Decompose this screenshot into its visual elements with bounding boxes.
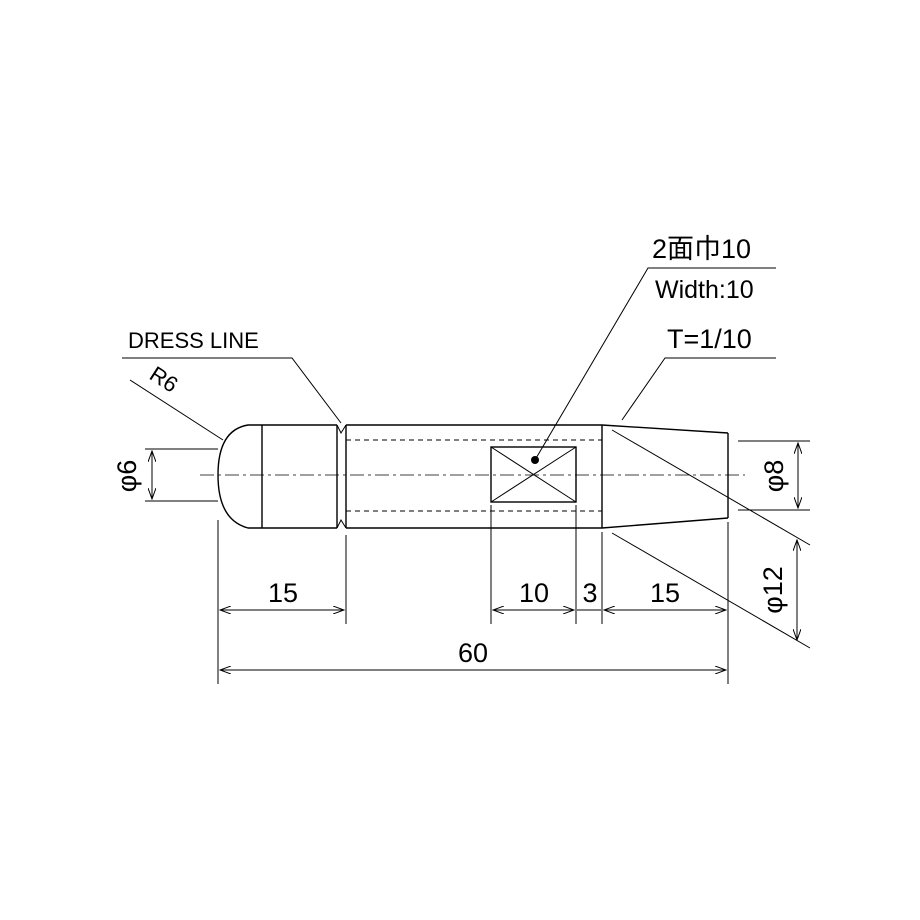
dress-line-label: DRESS LINE [128, 328, 259, 353]
len-tip-label: 15 [268, 578, 298, 608]
len-flat-label: 10 [519, 578, 549, 608]
phi8-label: φ8 [759, 460, 789, 493]
dress-line-groove-notch [336, 424, 347, 529]
phi12-label: φ12 [758, 566, 788, 614]
len-gap-label: 3 [582, 578, 597, 608]
dress-leader [122, 357, 342, 424]
tip-dome [217, 424, 263, 529]
taper-top [601, 424, 729, 434]
phi6-label: φ6 [112, 460, 142, 493]
wrench-flat [490, 446, 577, 503]
wrench-flat-diag-2 [490, 446, 577, 503]
phi12-ext-top [611, 429, 811, 546]
width-en-label: Width:10 [655, 276, 754, 304]
radius-leader [129, 379, 224, 441]
taper-label: T=1/10 [667, 324, 752, 354]
len-taper-label: 15 [650, 578, 680, 608]
phi12-ext-bottom [611, 532, 811, 649]
width-leader [534, 267, 776, 461]
taper-bottom [601, 517, 729, 529]
taper-leader [621, 357, 776, 421]
width-jp-label: 2面巾10 [652, 234, 751, 264]
len-total-label: 60 [458, 638, 488, 668]
radius-label: R6 [145, 361, 182, 397]
